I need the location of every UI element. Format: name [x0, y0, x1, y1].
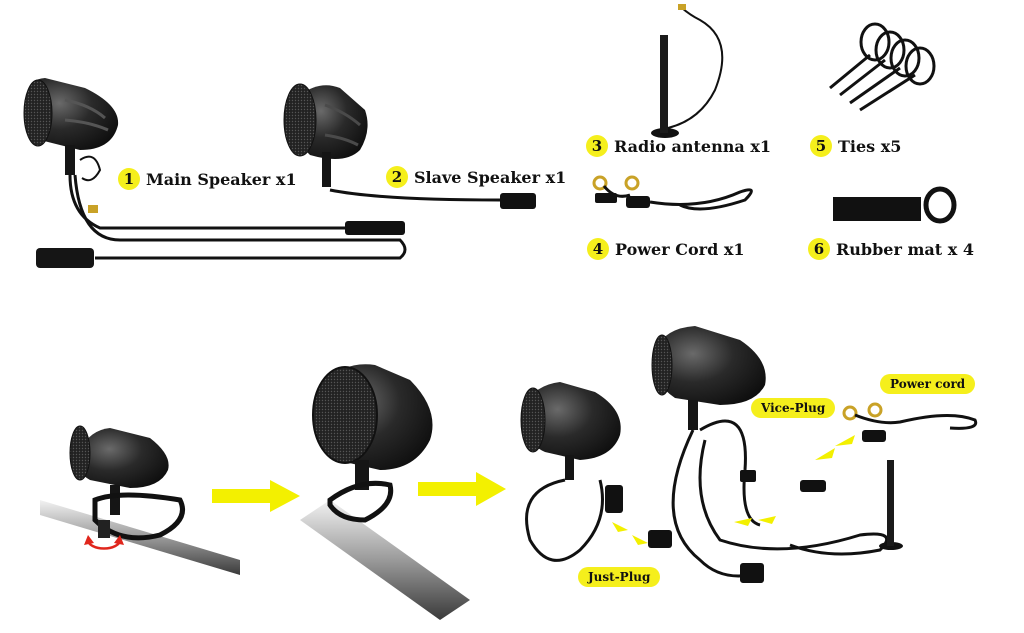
item-number-badge: 1	[118, 168, 140, 190]
item-label-slave-speaker: 2 Slave Speaker x1	[386, 166, 566, 188]
item-label-text: Rubber mat x 4	[836, 239, 974, 259]
item-number-badge: 2	[386, 166, 408, 188]
step-arrow-2	[418, 472, 506, 506]
item-label-radio-antenna: 3 Radio antenna x1	[586, 135, 771, 157]
slave-speaker-image	[283, 83, 536, 209]
power-cord-callout: Power cord	[880, 374, 976, 394]
radio-antenna-image	[651, 4, 724, 138]
item-number-badge: 3	[586, 135, 608, 157]
item-label-ties: 5 Ties x5	[810, 135, 901, 157]
main-speaker-image	[23, 78, 407, 268]
item-number-badge: 4	[587, 238, 609, 260]
item-label-text: Main Speaker x1	[146, 169, 297, 189]
item-number-badge: 5	[810, 135, 832, 157]
rubber-mat-image	[833, 186, 957, 224]
step-arrow-1	[212, 480, 300, 512]
vice-plug-callout: Vice-Plug	[751, 398, 836, 418]
item-label-text: Radio antenna x1	[614, 136, 771, 156]
item-label-rubber-mat: 6 Rubber mat x 4	[808, 238, 974, 260]
item-label-main-speaker: 1 Main Speaker x1	[118, 168, 297, 190]
item-label-power-cord: 4 Power Cord x1	[587, 238, 745, 260]
item-label-text: Slave Speaker x1	[414, 167, 567, 187]
item-number-badge: 6	[808, 238, 830, 260]
just-plug-callout: Just-Plug	[578, 567, 661, 587]
item-label-text: Power Cord x1	[615, 239, 745, 259]
power-cord-image	[592, 175, 753, 211]
mounted-speaker-closeup-image	[300, 364, 470, 620]
ties-image	[829, 22, 936, 112]
handlebar-mount-image	[40, 425, 240, 575]
item-label-text: Ties x5	[838, 136, 902, 156]
wiring-connection-image	[520, 326, 978, 583]
